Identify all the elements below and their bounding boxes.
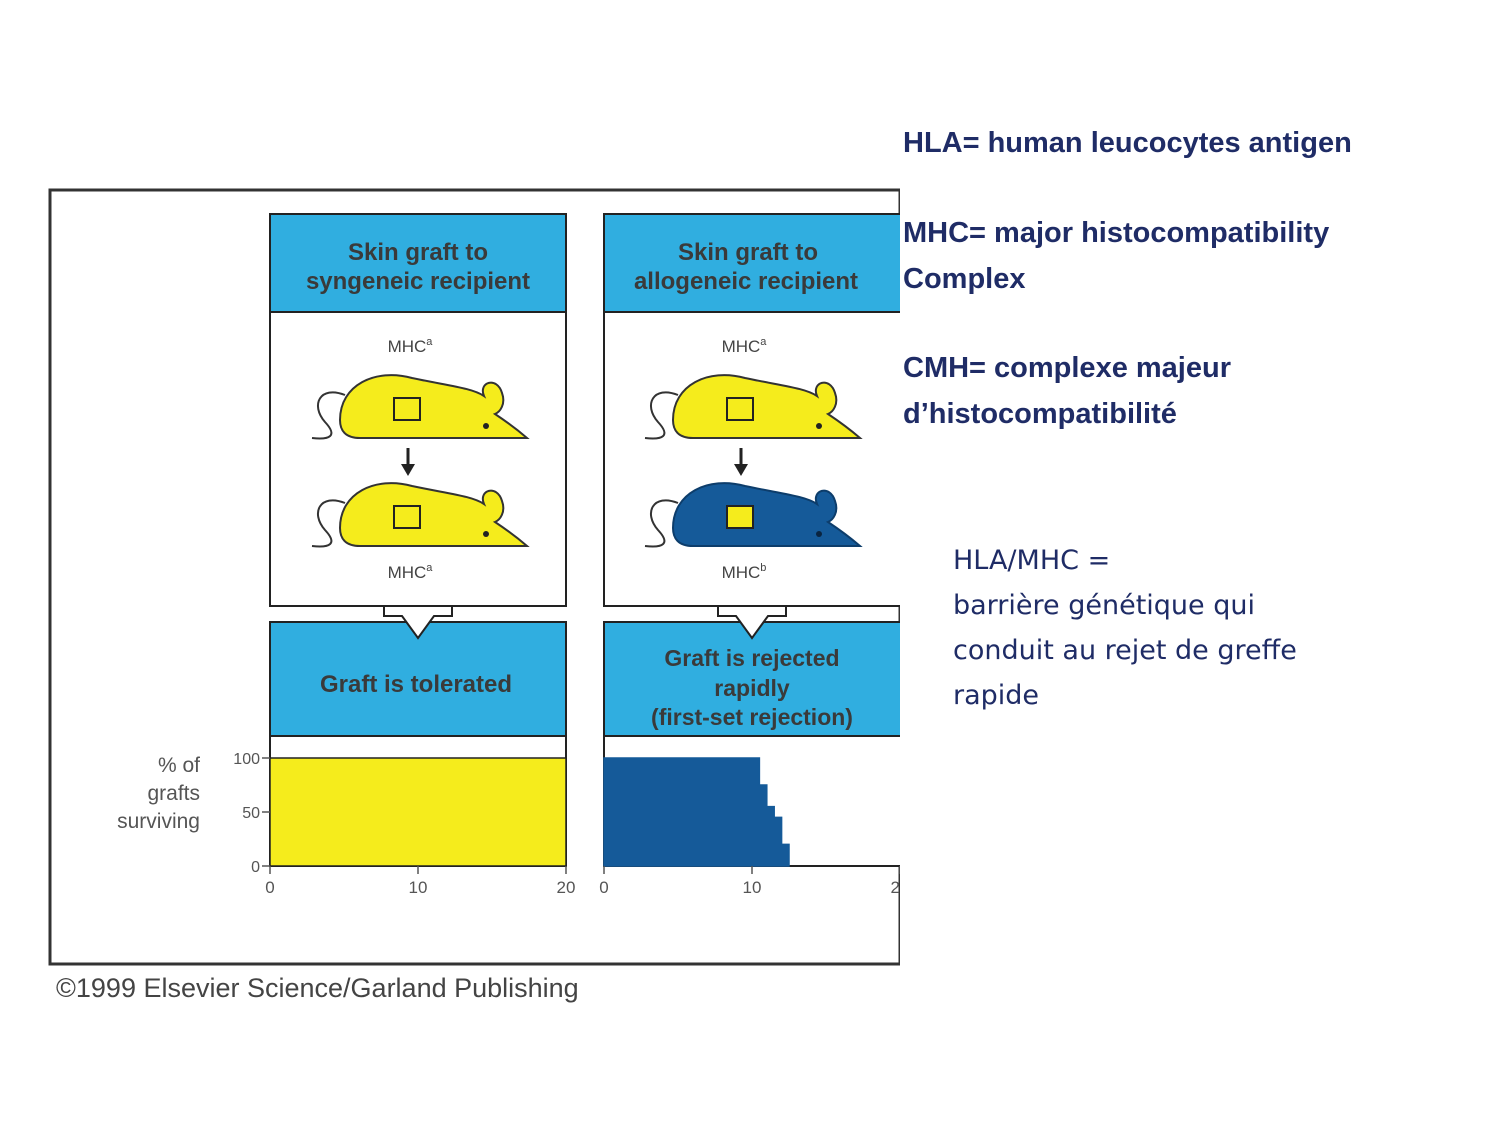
allogeneic-mice-box — [603, 311, 915, 607]
cmh-definition-line-2: d’histocompatibilité — [903, 398, 1177, 430]
syngeneic-recipient-mouse — [311, 482, 530, 548]
syngeneic-x-tick-label: 20 — [557, 878, 576, 897]
syngeneic-recipient-graft-square — [393, 505, 421, 529]
syngeneic-y-tick-label: 50 — [242, 805, 260, 822]
allogeneic-outcome-arrow — [717, 605, 787, 640]
mhc-definition-line-1: MHC= major histocompatibility — [903, 217, 1330, 249]
syngeneic-survival-chart: 0 10 20 0 50 100 — [233, 751, 575, 897]
syngeneic-outcome-arrow — [383, 605, 453, 640]
allogeneic-outcome-line-1: Graft is rejected — [664, 645, 839, 671]
syngeneic-header-line-2: syngeneic recipient — [306, 268, 530, 295]
allogeneic-outcome-line-3: (first-set rejection) — [651, 704, 853, 730]
syngeneic-outcome-line-1: Graft is tolerated — [320, 671, 512, 698]
ylabel-line-2: grafts — [147, 782, 200, 805]
allogeneic-header-box — [603, 213, 915, 313]
syngeneic-header-box — [269, 213, 567, 313]
syngeneic-mice-box — [269, 311, 567, 607]
ylabel-line-3: surviving — [117, 810, 200, 833]
note-line-3: conduit au rejet de greffe — [953, 635, 1297, 666]
ylabel-line-1: % of — [158, 754, 200, 777]
syngeneic-outcome-box — [269, 621, 567, 737]
syngeneic-recipient-mhc-label: MHCa — [388, 562, 434, 582]
allogeneic-header-line-2: allogeneic recipient — [634, 268, 858, 295]
allogeneic-donor-graft-square — [726, 397, 754, 421]
allogeneic-x-tick-label: 0 — [599, 878, 608, 897]
note-line-1: HLA/MHC = — [953, 545, 1111, 576]
allogeneic-transfer-arrow — [734, 464, 748, 476]
cmh-definition: CMH= complexe majeur d’histocompatibilit… — [903, 345, 1231, 437]
allogeneic-recipient-mouse — [644, 482, 863, 548]
syngeneic-donor-mhc-label: MHCa — [388, 336, 434, 356]
syngeneic-y-tick-label: 0 — [251, 859, 260, 876]
allogeneic-panel: Skin graft to allogeneic recipient MHCa … — [599, 213, 915, 897]
syngeneic-donor-graft-square — [393, 397, 421, 421]
figure-crop-mask — [900, 180, 930, 980]
allogeneic-survival-area — [603, 757, 790, 867]
note-line-2: barrière génétique qui — [953, 590, 1255, 621]
syngeneic-panel: Skin graft to syngeneic recipient MHCa M… — [233, 213, 575, 897]
mhc-definition: MHC= major histocompatibility Complex — [903, 210, 1329, 302]
syngeneic-survival-area — [269, 757, 567, 867]
allogeneic-recipient-graft-square — [726, 505, 754, 529]
note-line-4: rapide — [953, 680, 1040, 711]
allogeneic-donor-mhc-label: MHCa — [722, 336, 768, 356]
syngeneic-x-tick-label: 0 — [265, 878, 274, 897]
hla-definition-line-1: HLA= human leucocytes antigen — [903, 127, 1352, 159]
syngeneic-header-line-1: Skin graft to — [348, 239, 488, 266]
syngeneic-x-tick-label: 10 — [409, 878, 428, 897]
hla-mhc-note: HLA/MHC = barrière génétique qui conduit… — [953, 538, 1297, 718]
cmh-definition-line-1: CMH= complexe majeur — [903, 352, 1231, 384]
syngeneic-transfer-arrow — [401, 464, 415, 476]
allogeneic-header-line-1: Skin graft to — [678, 239, 818, 266]
syngeneic-donor-mouse — [311, 374, 530, 440]
mhc-definition-line-2: Complex — [903, 263, 1026, 295]
syngeneic-y-tick-label: 100 — [233, 751, 260, 768]
allogeneic-x-tick-label: 10 — [743, 878, 762, 897]
figure-credit: ©1999 Elsevier Science/Garland Publishin… — [56, 973, 579, 1003]
allogeneic-outcome-line-2: rapidly — [714, 675, 790, 701]
allogeneic-outcome-box — [603, 621, 915, 737]
allogeneic-recipient-mhc-label: MHCb — [722, 562, 767, 582]
allogeneic-donor-mouse — [644, 374, 863, 440]
hla-definition: HLA= human leucocytes antigen — [903, 120, 1352, 166]
